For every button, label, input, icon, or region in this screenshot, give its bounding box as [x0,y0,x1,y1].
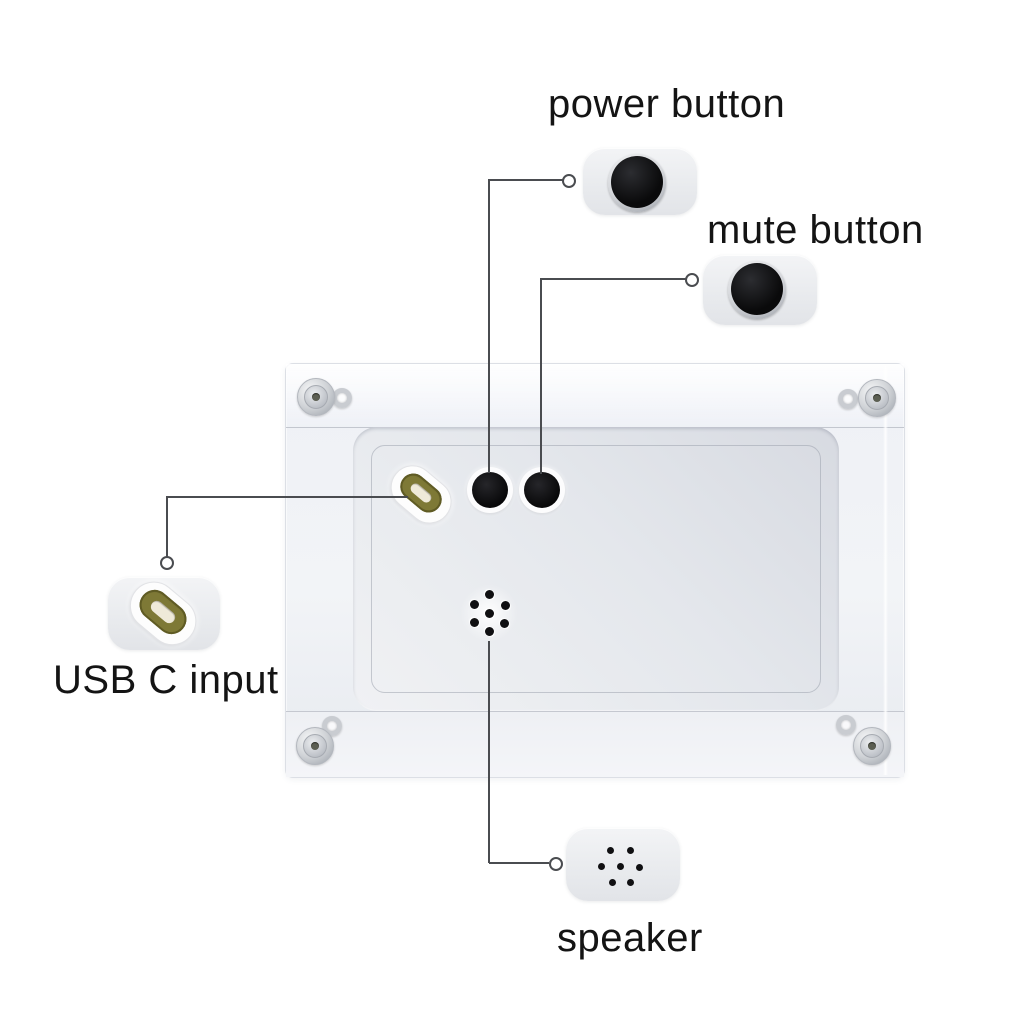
speaker-hole [485,590,494,599]
speaker-connector-endpoint [549,857,563,871]
mute-knob-icon [731,263,783,315]
screw-inner-ring [303,734,327,758]
screw-socket [311,742,319,750]
power-button-callout-card [583,148,697,215]
speaker-hole [485,609,494,618]
screw-inner-ring [860,734,884,758]
power-connector-line-v [488,179,490,473]
eyelet-ring-bottom-right [836,715,856,735]
speaker-hole [636,864,643,871]
mute-knob-ring [728,261,786,319]
power-knob-icon [611,156,663,208]
speaker-hole [470,618,479,627]
speaker-label: speaker [557,916,703,960]
speaker-hole [609,879,616,886]
eyelet-ring-top-left [332,388,352,408]
usb-connector-line-v [166,496,168,557]
acrylic-bottom-band [286,711,904,777]
screw-icon-top-left [297,378,335,416]
back-plate-etched-border [371,445,821,693]
screw-inner-ring [304,385,328,409]
screw-icon-top-right [858,379,896,417]
screw-icon-bottom-right [853,727,891,765]
device-back-plate [353,427,839,711]
speaker-connector-line-h [489,862,549,864]
screw-inner-ring [865,386,889,410]
speaker-hole [470,600,479,609]
speaker-hole [485,627,494,636]
mute-button-label: mute button [707,208,924,252]
screw-socket [873,394,881,402]
screw-icon-bottom-left [296,727,334,765]
speaker-connector-line-v [488,641,490,863]
speaker-hole [617,863,624,870]
power-button-cap [472,472,508,508]
speaker-hole [627,847,634,854]
mute-connector-line-h [541,278,686,280]
speaker-hole [501,601,510,610]
power-knob-ring [608,154,666,212]
usb-connector-endpoint [160,556,174,570]
usb-c-callout-card [108,571,220,655]
mute-button-cap [524,472,560,508]
acrylic-edge-glint [883,366,888,775]
screw-socket [868,742,876,750]
screw-socket [312,393,320,401]
mute-button-icon [519,467,565,513]
speaker-hole [607,847,614,854]
speaker-hole [627,879,634,886]
eyelet-ring-top-right [838,389,858,409]
usb-c-port-icon-large [120,571,207,655]
speaker-hole [598,863,605,870]
acrylic-frame-back-panel [285,363,905,778]
usb-connector-line-h [167,496,408,498]
mute-button-callout-card [703,255,817,325]
acrylic-top-sheen [286,364,904,428]
power-connector-endpoint [562,174,576,188]
usb-c-input-label: USB C input [53,658,279,702]
mute-connector-endpoint [685,273,699,287]
power-button-label: power button [548,82,786,126]
power-connector-line-h [489,179,563,181]
mute-connector-line-v [540,278,542,474]
speaker-hole [500,619,509,628]
speaker-callout-card [566,828,680,901]
power-button-icon [467,467,513,513]
